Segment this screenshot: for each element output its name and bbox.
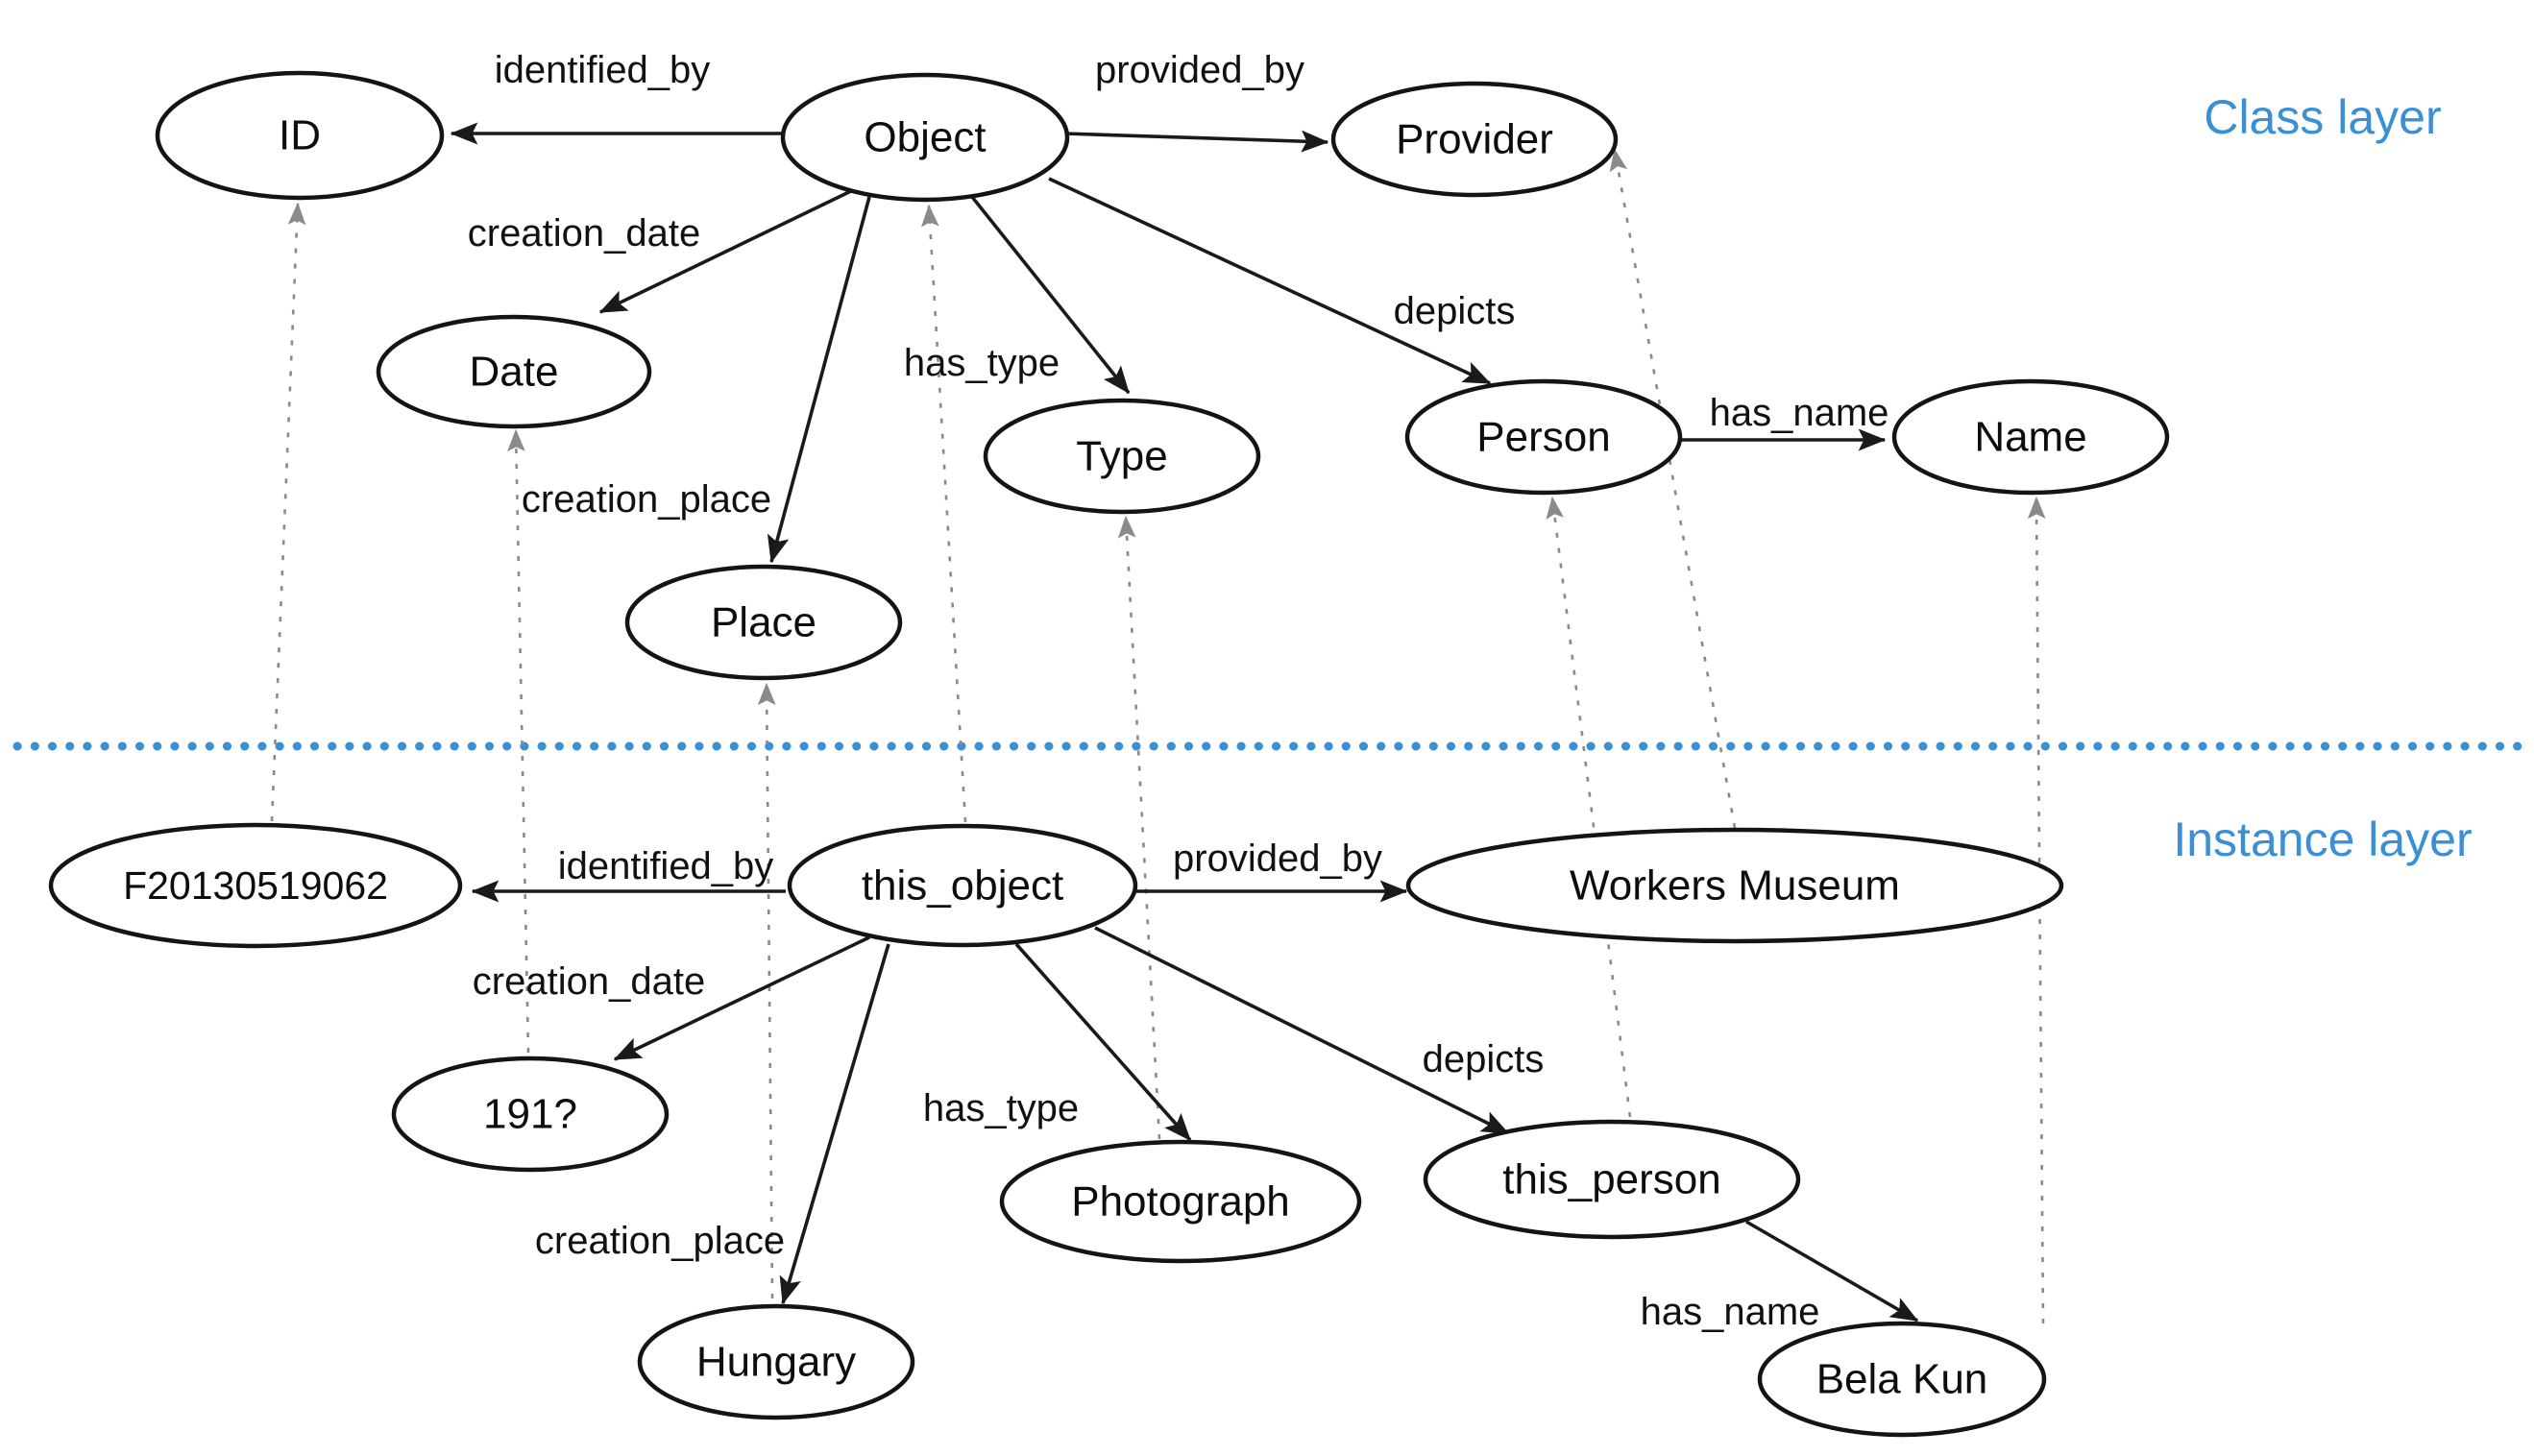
instance-of-link-object (920, 204, 967, 823)
node-type-ellipse[interactable] (983, 398, 1261, 515)
node-bela-kun-label: Bela Kun (1816, 1356, 1988, 1403)
edge-label-has-type-class: has_type (904, 342, 1060, 384)
node-191[interactable]: 191? (391, 1056, 670, 1173)
node-date[interactable]: Date (376, 314, 652, 429)
edge-has-type-instance (1014, 942, 1192, 1142)
node-191-ellipse[interactable] (391, 1056, 670, 1173)
instance-of-link-name (2027, 496, 2046, 1324)
node-hungary[interactable]: Hungary (637, 1303, 915, 1420)
node-this-person[interactable]: this_person (1423, 1119, 1801, 1240)
layer-titles: Class layer Instance layer (2173, 90, 2472, 866)
edge-creation-place-class (767, 196, 871, 564)
node-type[interactable]: Type (983, 398, 1261, 515)
edge-label-identified-by-instance: identified_by (558, 845, 774, 887)
node-type-label: Type (1076, 433, 1167, 480)
edge-creation-date-class (598, 187, 856, 314)
node-photograph[interactable]: Photograph (999, 1139, 1362, 1264)
edge-label-depicts-instance: depicts (1423, 1038, 1545, 1080)
edge-has-name-instance (1745, 1220, 1919, 1323)
edge-creation-date-instance (613, 935, 870, 1061)
node-191-label: 191? (483, 1091, 577, 1138)
node-id-ellipse[interactable] (155, 70, 445, 201)
edge-has-type-class (970, 195, 1131, 395)
node-photograph-ellipse[interactable] (999, 1139, 1362, 1264)
node-object-label: Object (864, 114, 986, 161)
node-this-object-ellipse[interactable] (787, 823, 1138, 948)
node-workers-museum-label: Workers Museum (1570, 862, 1900, 910)
node-person[interactable]: Person (1404, 378, 1683, 496)
node-this-person-label: this_person (1502, 1156, 1720, 1203)
class-layer-edge-labels: identified_by provided_by creation_date … (468, 49, 1889, 521)
node-workers-museum[interactable]: Workers Museum (1405, 827, 2064, 944)
edge-label-identified-by-class: identified_by (495, 49, 711, 91)
instance-layer-edges (471, 880, 1919, 1323)
node-photograph-label: Photograph (1071, 1178, 1290, 1225)
edge-depicts-instance (1094, 926, 1510, 1135)
node-name-label: Name (1974, 414, 2086, 461)
edge-label-creation-place-class: creation_place (522, 478, 771, 521)
edge-label-creation-date-class: creation_date (468, 212, 700, 255)
node-date-ellipse[interactable] (376, 314, 652, 429)
node-this-object[interactable]: this_object (787, 823, 1138, 948)
node-name-ellipse[interactable] (1891, 378, 2170, 496)
edge-label-creation-date-instance: creation_date (473, 960, 705, 1003)
edge-label-has-type-instance: has_type (923, 1087, 1079, 1129)
node-provider[interactable]: Provider (1330, 81, 1619, 198)
node-provider-ellipse[interactable] (1330, 81, 1619, 198)
instance-of-link-type (1117, 515, 1161, 1140)
instance-of-link-id (270, 202, 306, 822)
instance-of-links (270, 148, 2046, 1324)
node-object-ellipse[interactable] (780, 72, 1070, 203)
node-date-label: Date (470, 349, 559, 396)
node-person-label: Person (1476, 414, 1610, 461)
class-layer-title: Class layer (2204, 90, 2441, 144)
node-bela-kun-ellipse[interactable] (1757, 1321, 2047, 1438)
node-place[interactable]: Place (624, 564, 903, 681)
edge-label-depicts-class: depicts (1394, 290, 1516, 332)
node-f20130519062-ellipse[interactable] (48, 822, 463, 949)
node-this-person-ellipse[interactable] (1423, 1119, 1801, 1240)
node-name[interactable]: Name (1891, 378, 2170, 496)
edge-label-has-name-class: has_name (1710, 392, 1889, 434)
node-id[interactable]: ID (155, 70, 445, 201)
instance-of-link-person (1546, 496, 1632, 1118)
node-hungary-label: Hungary (696, 1339, 856, 1386)
class-layer-edges (450, 122, 1887, 564)
node-place-ellipse[interactable] (624, 564, 903, 681)
edge-label-creation-place-instance: creation_place (535, 1220, 785, 1262)
instance-of-link-date (507, 428, 530, 1054)
instance-of-link-provider (1609, 148, 1737, 829)
node-f20130519062-label: F20130519062 (123, 863, 388, 908)
edge-label-provided-by-class: provided_by (1095, 49, 1304, 91)
edge-creation-place-instance (779, 943, 890, 1305)
node-provider-label: Provider (1396, 116, 1553, 163)
node-f20130519062[interactable]: F20130519062 (48, 822, 463, 949)
node-this-object-label: this_object (862, 862, 1063, 910)
node-id-label: ID (279, 112, 321, 159)
edge-label-provided-by-instance: provided_by (1173, 837, 1382, 880)
edge-depicts-class (1048, 177, 1492, 385)
instance-layer-title: Instance layer (2173, 813, 2472, 866)
instance-layer-edge-labels: identified_by provided_by creation_date … (473, 837, 1820, 1333)
node-place-label: Place (711, 599, 816, 646)
edge-provided-by-class (1063, 130, 1329, 153)
instance-of-link-place (757, 682, 776, 1299)
node-object[interactable]: Object (780, 72, 1070, 203)
node-person-ellipse[interactable] (1404, 378, 1683, 496)
edge-label-has-name-instance: has_name (1641, 1291, 1820, 1333)
node-workers-museum-ellipse[interactable] (1405, 827, 2064, 944)
node-bela-kun[interactable]: Bela Kun (1757, 1321, 2047, 1438)
node-hungary-ellipse[interactable] (637, 1303, 915, 1420)
